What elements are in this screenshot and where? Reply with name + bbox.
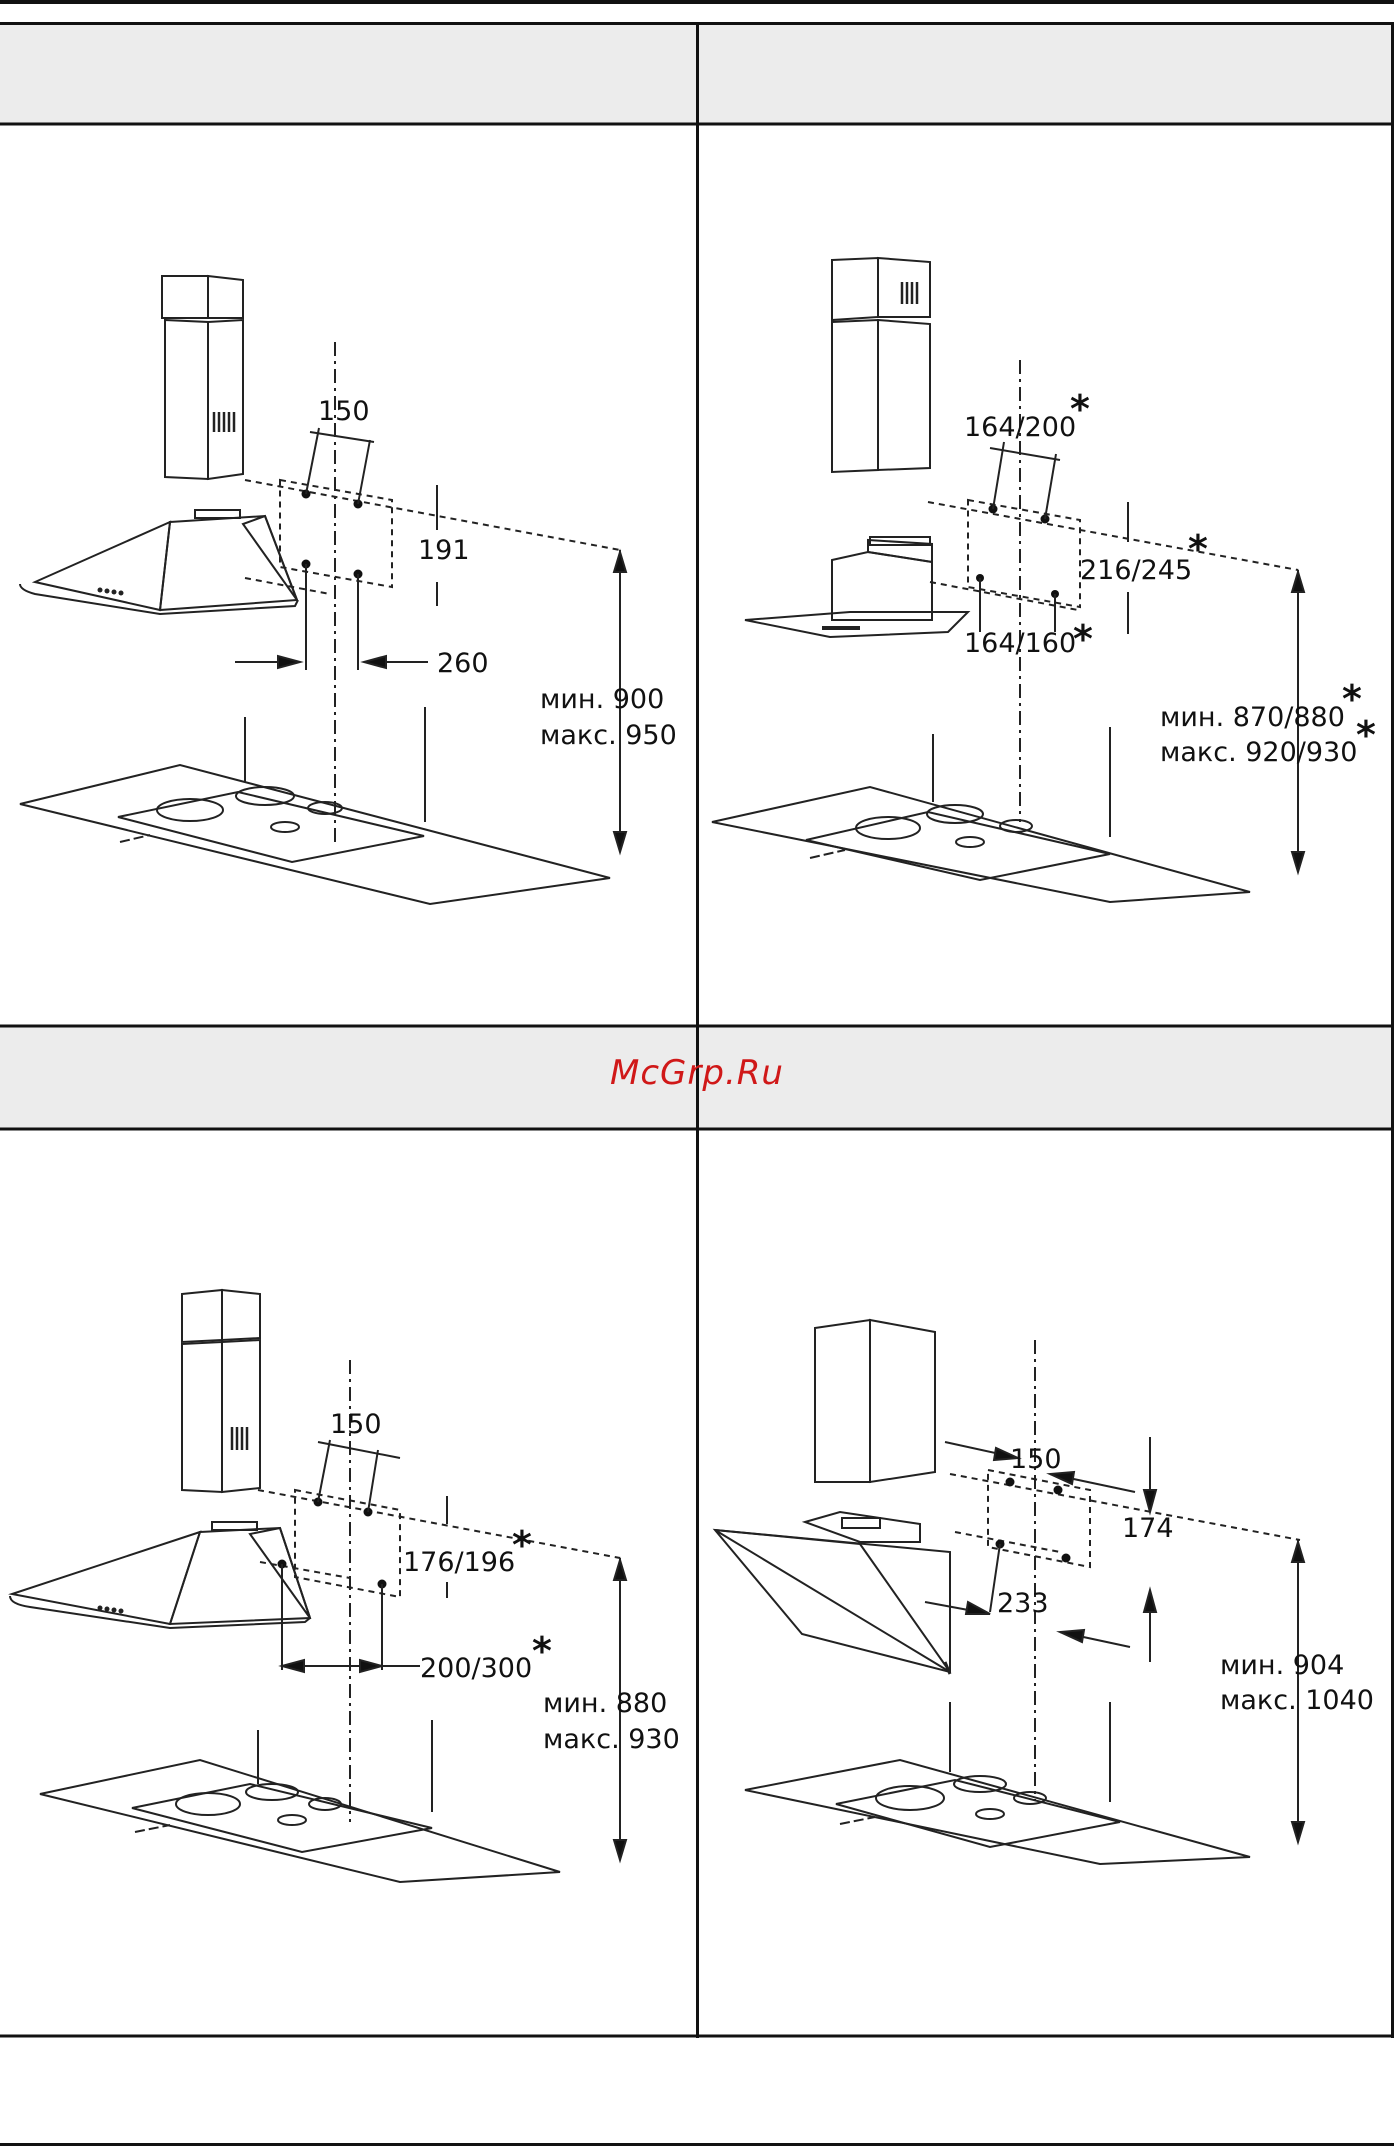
label-hole-spacing: 164/200: [964, 412, 1076, 443]
label-max-height: макс. 930: [543, 1724, 680, 1755]
top-rule: [0, 0, 1394, 4]
mounting-plate: [258, 1490, 620, 1597]
chimney-duct: [162, 276, 243, 479]
label-vertical-spacing: 174: [1122, 1513, 1174, 1544]
label-hole-spacing: 150: [318, 396, 370, 427]
dimension-lines: [925, 1437, 1304, 1842]
label-min-height: мин. 904: [1220, 1650, 1344, 1681]
label-min-height: мин. 900: [540, 684, 664, 715]
installation-sheet: 150 191 260 мин. 900 макс. 950: [0, 22, 1394, 2038]
footnote-star: *: [1073, 617, 1093, 661]
cooktop: [40, 1720, 560, 1882]
hood-box: [745, 537, 968, 637]
label-vertical-spacing: 216/245: [1080, 555, 1192, 586]
label-vertical-spacing: 191: [418, 535, 470, 566]
panel-chimney-hood-wide: [10, 1290, 626, 1882]
hood-canopy: [20, 510, 298, 614]
dimension-lines: [282, 1440, 626, 1860]
chimney-duct: [182, 1290, 260, 1492]
panel-1-labels: 150 191 260 мин. 900 макс. 950: [318, 396, 677, 751]
label-hole-spacing: 150: [330, 1409, 382, 1440]
inclined-hood-body: [715, 1512, 950, 1674]
watermark-text: McGrp.Ru: [0, 1053, 1394, 1093]
hood-canopy: [10, 1522, 310, 1628]
label-lower-spacing: 233: [997, 1588, 1049, 1619]
label-min-height: мин. 870/880: [1160, 702, 1345, 733]
label-max-height: макс. 950: [540, 720, 677, 751]
footnote-star: *: [1188, 527, 1208, 571]
panel-4-labels: 150 174 233 мин. 904 макс. 1040: [997, 1444, 1374, 1716]
label-side-offset: 260: [437, 648, 489, 679]
footnote-star: *: [512, 1523, 532, 1567]
label-lower-spacing: 164/160: [964, 628, 1076, 659]
dimension-lines: [235, 428, 626, 852]
bottom-rule: [0, 2143, 1394, 2146]
footnote-star: *: [1070, 387, 1090, 431]
label-hole-spacing: 150: [1010, 1444, 1062, 1475]
label-vertical-spacing: 176/196: [403, 1547, 515, 1578]
label-min-height: мин. 880: [543, 1688, 667, 1719]
chimney-duct: [815, 1320, 935, 1482]
mount-holes: [302, 490, 363, 579]
footnote-star: *: [1356, 713, 1376, 757]
panel-chimney-hood-classic: [20, 276, 626, 904]
cooktop: [745, 1702, 1250, 1864]
mount-holes: [278, 1498, 387, 1589]
cooktop: [20, 707, 610, 904]
panel-2-labels: 164/200 * 216/245 * 164/160 * мин. 870/8…: [964, 387, 1376, 768]
label-side-offset: 200/300: [420, 1653, 532, 1684]
table-frame: [0, 22, 1394, 2038]
panel-glass-box-hood: [712, 258, 1304, 902]
footnote-star: *: [532, 1629, 552, 1673]
label-max-height: макс. 1040: [1220, 1685, 1374, 1716]
chimney-duct: [832, 258, 930, 472]
label-max-height: макс. 920/930: [1160, 737, 1357, 768]
